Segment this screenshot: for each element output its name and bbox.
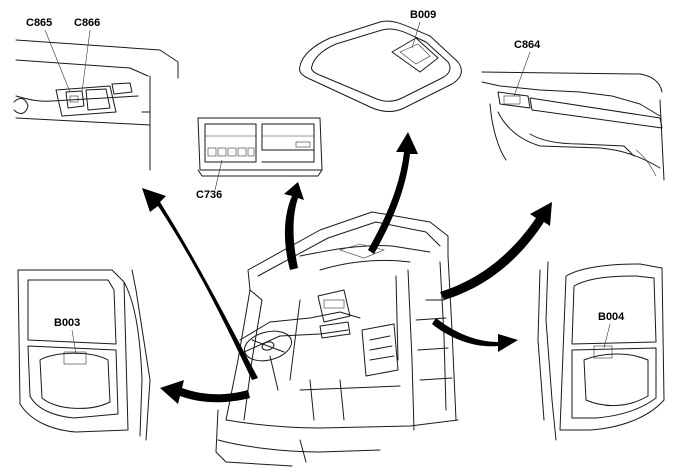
label-b004: B004 [598,311,625,323]
label-b009: B009 [410,9,436,21]
arrow-to-rear-panel [440,202,552,300]
label-c866: C866 [74,17,100,29]
right-door-b004 [537,261,665,441]
arrow-to-left-door [160,380,250,404]
label-b003: B003 [54,317,80,329]
instrument-panel-module-c736 [197,117,323,191]
label-c865: C865 [26,17,52,29]
cab-frame-structure [215,211,459,467]
arrow-to-c736 [284,182,304,270]
arrow-to-roof-hatch [368,132,418,254]
rear-wall-panel-inset [481,51,665,181]
arrow-to-right-door [432,318,518,352]
label-c864: C864 [514,39,541,51]
arrow-to-overhead-console [142,188,258,380]
roof-hatch-b009 [299,20,462,113]
overhead-console-inset [13,29,179,171]
label-c736: C736 [196,189,222,201]
left-door-b003 [17,269,151,441]
